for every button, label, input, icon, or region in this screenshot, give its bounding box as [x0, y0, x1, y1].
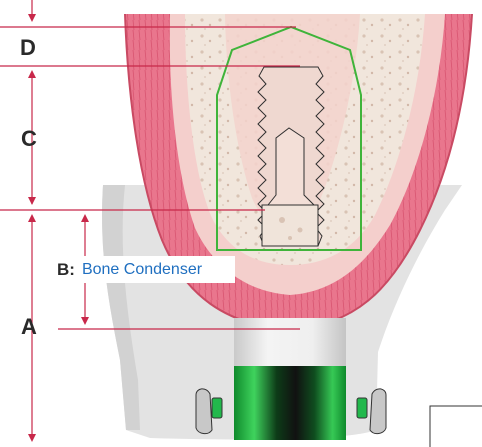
dimension-label-a: A: [21, 314, 37, 340]
bone-speck: [279, 217, 285, 223]
dimension-label-c: C: [21, 126, 37, 152]
device-green-band: [234, 366, 346, 440]
device-clip-left: [196, 389, 212, 434]
bone-speck: [288, 236, 292, 240]
device-collar: [234, 318, 346, 366]
device-green-ring-left: [212, 398, 222, 418]
bone-condenser-callout: B: Bone Condenser: [53, 256, 235, 283]
dimension-label-b: B:: [57, 260, 75, 280]
bone-speck: [298, 228, 303, 233]
device-clip-right: [370, 389, 386, 434]
device-green-ring-right: [357, 398, 367, 418]
dimension-label-d: D: [20, 35, 36, 61]
bone-condenser-label: Bone Condenser: [82, 261, 202, 279]
